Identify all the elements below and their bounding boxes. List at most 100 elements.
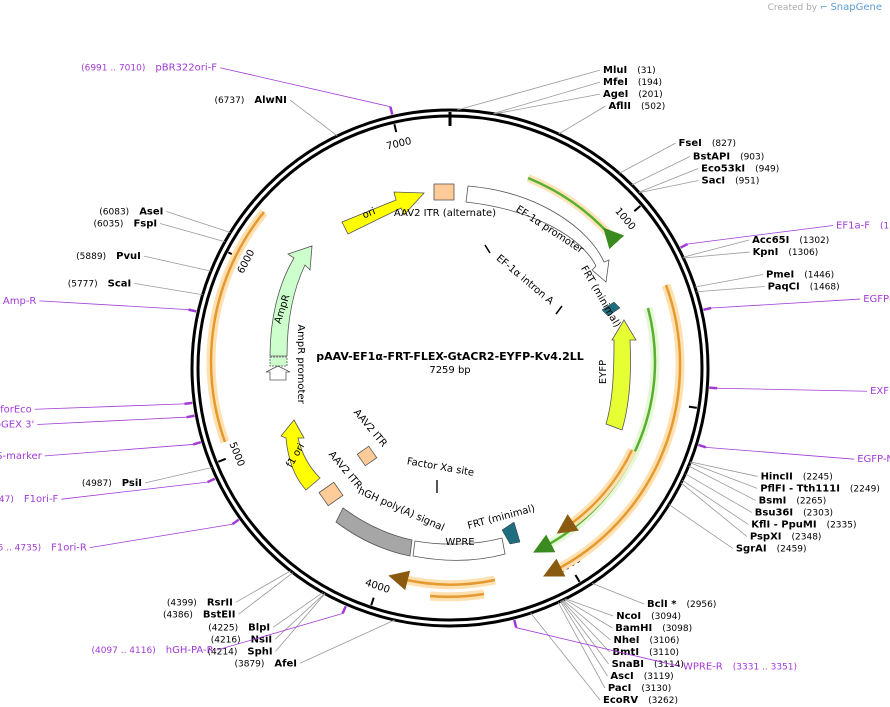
primer-leader-line — [44, 444, 194, 457]
enzyme-leader-line — [559, 601, 608, 677]
enzyme-sites: MluI(31)MfeI(194)AgeI(201)AflII(502)FseI… — [68, 65, 880, 706]
enzyme-name: MluI — [603, 65, 627, 76]
enzyme-name: NcoI — [616, 611, 641, 622]
intron-start-mark — [484, 244, 491, 254]
primer-name: EF1a-F — [836, 220, 870, 231]
enzyme-position: (3130) — [641, 684, 671, 694]
enzyme-position: (951) — [735, 176, 759, 186]
enzyme-position: (3114) — [654, 660, 684, 670]
enzyme-name: FspI — [133, 219, 157, 230]
enzyme-name: SacI — [702, 175, 726, 186]
tick-mark — [393, 124, 398, 133]
primer-mark — [709, 386, 718, 390]
snapgene-watermark: Created by ⌐ SnapGene — [768, 2, 882, 13]
enzyme-leader-line — [694, 274, 764, 288]
primer-leader-line — [219, 67, 391, 108]
enzyme-leader-line — [638, 168, 699, 193]
enzyme-leader-line — [272, 592, 324, 628]
enzyme-leader-line — [561, 600, 610, 653]
enzyme-position: (502) — [641, 102, 665, 112]
enzyme-position: (31) — [637, 66, 655, 76]
enzyme-leader-line — [696, 286, 765, 293]
tick-label: 4000 — [364, 578, 392, 596]
primer-name: EGFP-N — [857, 454, 890, 465]
enzyme-position: (1302) — [799, 236, 829, 246]
watermark-brand: SnapGene — [830, 2, 882, 13]
enzyme-leader-line — [144, 467, 213, 484]
enzyme-name: ScaI — [108, 278, 132, 289]
enzyme-leader-line — [631, 156, 691, 186]
feature-ampr-promoter-label: AmpR promoter — [295, 324, 306, 404]
primer-mark — [206, 477, 216, 484]
enzyme-name: BmtI — [613, 647, 640, 658]
primer-name: EGFP-C — [863, 294, 890, 305]
enzyme-name: KflI - PpuMI — [751, 519, 816, 530]
enzyme-leader-line — [689, 462, 758, 489]
feature-itr-alt-label: AAV2 ITR (alternate) — [394, 208, 496, 219]
enzyme-name: AgeI — [603, 89, 628, 100]
enzyme-name: Eco53kI — [701, 163, 745, 174]
enzyme-name: Bsu36I — [755, 507, 793, 518]
primer-mark — [192, 440, 202, 446]
enzyme-position: (3119) — [644, 672, 674, 682]
feature-ori-label: ori — [361, 206, 377, 221]
feature-itr-inner-label: AAV2 ITR — [351, 407, 389, 449]
feature-frt-lower-label: FRT (minimal) — [466, 503, 536, 532]
enzyme-leader-line — [166, 211, 231, 233]
enzyme-name: BamHI — [615, 623, 652, 634]
enzyme-name: AfeI — [274, 658, 297, 669]
enzyme-leader-line — [275, 593, 326, 652]
primer-mark — [186, 414, 195, 419]
enzyme-position: (2303) — [803, 508, 833, 518]
enzyme-name: AscI — [610, 671, 633, 682]
enzyme-name: MfeI — [603, 77, 628, 88]
feature-ef1a-promoter-arrow — [465, 185, 610, 283]
feature-factor-xa-label: Factor Xa site — [406, 456, 475, 479]
enzyme-leader-line — [680, 482, 748, 537]
primer-name: WPRE-R — [683, 661, 723, 672]
primer-mark — [184, 401, 193, 406]
enzyme-name: NheI — [613, 635, 639, 646]
tick-label: 7000 — [385, 136, 412, 152]
enzyme-position: (6083) — [99, 208, 129, 218]
enzyme-leader-line — [160, 223, 226, 243]
enzyme-position: (201) — [638, 90, 662, 100]
primer-mark — [188, 308, 197, 313]
primer-position: (1249 .. 1269) — [880, 221, 890, 231]
primer-position: (6991 .. 7010) — [81, 64, 145, 74]
primer-position: (4716 .. 4735) — [0, 544, 41, 554]
backbone-outer-circle — [190, 108, 710, 628]
primer-leader-line — [37, 416, 187, 425]
primer-leader-line — [705, 446, 855, 460]
enzyme-name: AlwNI — [254, 95, 287, 106]
primer-position: (4097 .. 4116) — [91, 646, 155, 656]
orf-arc-3 — [533, 307, 657, 553]
primer-name: pBR322ori-F — [155, 63, 217, 74]
primer-mark — [231, 518, 240, 526]
primer-name: pGEX 3' — [0, 420, 34, 431]
tick-mark — [633, 205, 642, 212]
enzyme-name: PmeI — [766, 269, 794, 280]
enzyme-position: (2956) — [686, 600, 716, 610]
backbone — [190, 108, 710, 628]
primer-name: pRS-marker — [0, 451, 43, 462]
feature-wpre-label: WPRE — [445, 537, 474, 548]
enzyme-name: EcoRV — [603, 695, 638, 706]
enzyme-leader-line — [274, 593, 325, 640]
feature-ampr-arrow — [269, 245, 313, 357]
primer-leader-line — [34, 403, 185, 410]
feature-frt-lower-marker — [501, 521, 521, 545]
enzyme-name: SphI — [247, 646, 272, 657]
primer-name: F1ori-F — [24, 494, 59, 505]
enzyme-name: SgrAI — [736, 543, 767, 554]
enzyme-leader-line — [685, 473, 752, 513]
primer-mark — [341, 605, 347, 615]
enzyme-position: (2348) — [792, 532, 822, 542]
enzyme-position: (1446) — [804, 270, 834, 280]
enzyme-name: BlpI — [248, 622, 270, 633]
enzyme-name: PvuI — [116, 251, 141, 262]
enzyme-leader-line — [639, 180, 699, 193]
primer-leader-line — [61, 481, 208, 500]
feature-itr-outer-box — [318, 481, 344, 507]
